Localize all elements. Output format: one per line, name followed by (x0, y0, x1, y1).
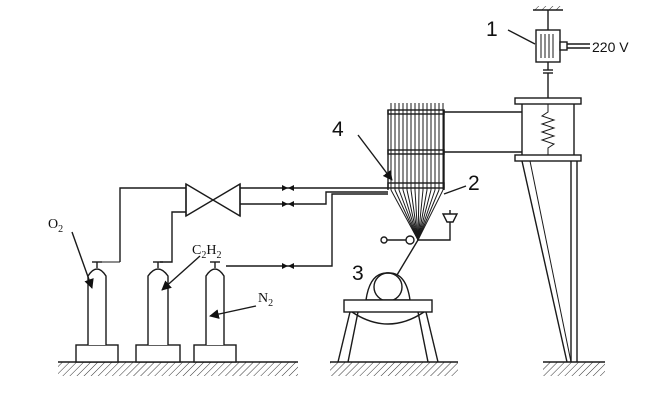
winding-spool (337, 272, 439, 363)
inline-valve-top (282, 185, 294, 191)
arrow-acetylene (161, 255, 201, 291)
label-motor-number: 1 (486, 18, 498, 41)
label-acetylene: C2H2 (192, 243, 221, 261)
label-heater-number: 4 (332, 118, 344, 141)
gas-piping (100, 187, 388, 267)
leader-line-heater (357, 134, 393, 181)
leader-line-rod-bundle (443, 185, 467, 195)
acetylene-cylinder (135, 261, 181, 363)
arrow-nitrogen (209, 305, 257, 319)
label-spool-number: 3 (352, 262, 364, 285)
arrow-oxygen (71, 231, 94, 289)
motor (533, 6, 590, 98)
label-oxygen: O2 (48, 217, 63, 235)
inline-valve-n2 (282, 263, 294, 269)
sizing-applicator (380, 210, 459, 245)
label-rod-bundle-number: 2 (468, 172, 480, 195)
ground-middle (330, 361, 458, 376)
fiber-bundle (390, 189, 444, 241)
rod-bundle-heater (387, 103, 445, 190)
nitrogen-cylinder (193, 261, 237, 363)
label-voltage: 220 V (592, 39, 629, 55)
inline-valve-middle (282, 201, 294, 207)
fiber-strand (396, 239, 419, 276)
label-nitrogen: N2 (258, 291, 273, 309)
ground-left (58, 361, 298, 376)
ground-right (543, 361, 605, 376)
oxygen-cylinder (75, 261, 119, 363)
leader-line-motor (507, 29, 536, 45)
support-frame (444, 97, 582, 363)
mixing-valve (185, 182, 241, 218)
